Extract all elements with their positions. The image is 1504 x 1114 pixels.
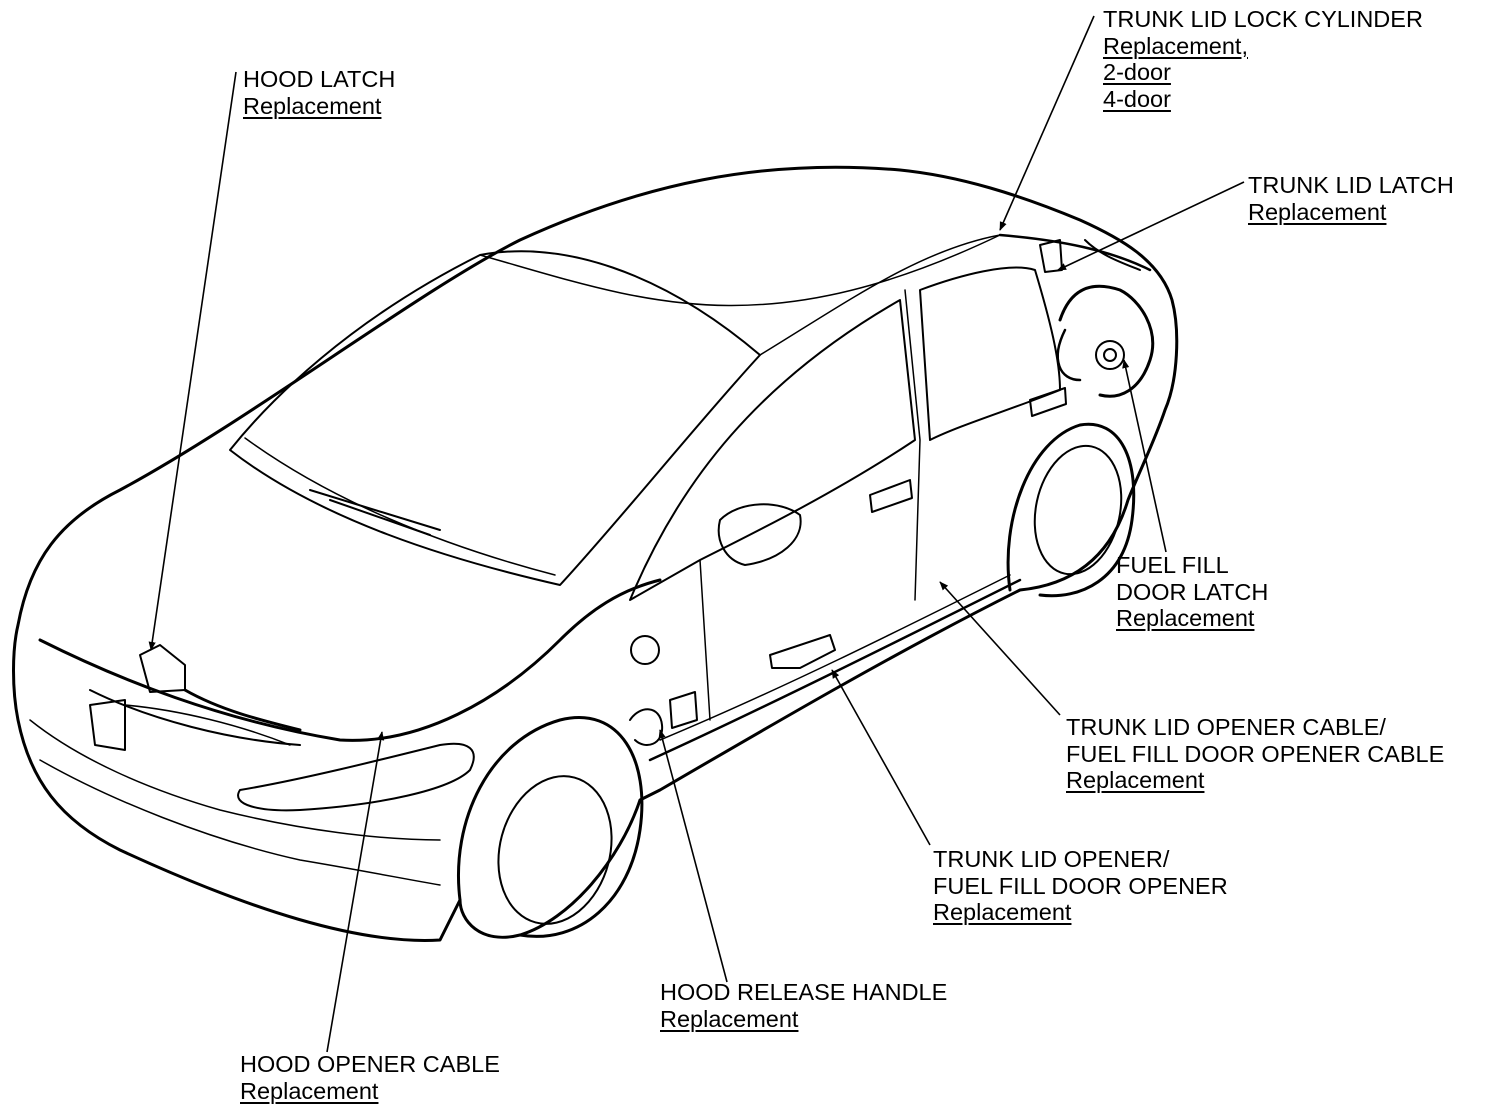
replacement-link[interactable]: Replacement bbox=[243, 92, 382, 119]
replacement-link[interactable]: Replacement bbox=[1116, 605, 1255, 631]
callout-title: TRUNK LID LATCH bbox=[1248, 172, 1454, 198]
replacement-link[interactable]: Replacement bbox=[240, 1077, 379, 1104]
replacement-link[interactable]: Replacement bbox=[660, 1005, 799, 1032]
callout-title: TRUNK LID LOCK CYLINDER bbox=[1103, 6, 1423, 32]
callout-title: TRUNK LID OPENER/ bbox=[933, 846, 1170, 872]
replacement-link[interactable]: Replacement bbox=[1248, 198, 1387, 225]
rear-wheel bbox=[1006, 422, 1136, 598]
callout-hood-release-handle: HOOD RELEASE HANDLE Replacement bbox=[660, 979, 947, 1032]
callout-title: HOOD LATCH bbox=[243, 66, 396, 92]
callout-opener-cable: TRUNK LID OPENER CABLE/ FUEL FILL DOOR O… bbox=[1066, 714, 1444, 794]
front-wheel bbox=[457, 716, 644, 938]
callout-hood-opener-cable: HOOD OPENER CABLE Replacement bbox=[240, 1051, 500, 1104]
callout-trunk-lid-latch: TRUNK LID LATCH Replacement bbox=[1248, 172, 1454, 225]
callout-title: HOOD OPENER CABLE bbox=[240, 1051, 500, 1077]
callout-title: FUEL FILL DOOR OPENER CABLE bbox=[1066, 740, 1445, 767]
replacement-link[interactable]: Replacement, bbox=[1103, 32, 1248, 59]
callout-title: FUEL FILL DOOR OPENER bbox=[933, 872, 1228, 899]
body-outline bbox=[12, 165, 1179, 942]
callout-title: DOOR LATCH bbox=[1116, 578, 1269, 605]
callout-opener: TRUNK LID OPENER/ FUEL FILL DOOR OPENER … bbox=[933, 846, 1228, 926]
callout-trunk-lid-lock-cylinder: TRUNK LID LOCK CYLINDER Replacement, 2-d… bbox=[1103, 6, 1423, 112]
callout-title: TRUNK LID OPENER CABLE/ bbox=[1066, 714, 1386, 740]
two-door-link[interactable]: 2-door bbox=[1103, 59, 1171, 85]
four-door-link[interactable]: 4-door bbox=[1103, 85, 1171, 112]
callout-fuel-fill-door-latch: FUEL FILL DOOR LATCH Replacement bbox=[1116, 552, 1268, 632]
callout-hood-latch: HOOD LATCH Replacement bbox=[243, 66, 395, 119]
callout-title: FUEL FILL bbox=[1116, 552, 1229, 578]
hood-latch-part bbox=[139, 644, 186, 693]
callout-title: HOOD RELEASE HANDLE bbox=[660, 979, 948, 1005]
replacement-link[interactable]: Replacement bbox=[933, 899, 1072, 925]
replacement-link[interactable]: Replacement bbox=[1066, 767, 1205, 793]
